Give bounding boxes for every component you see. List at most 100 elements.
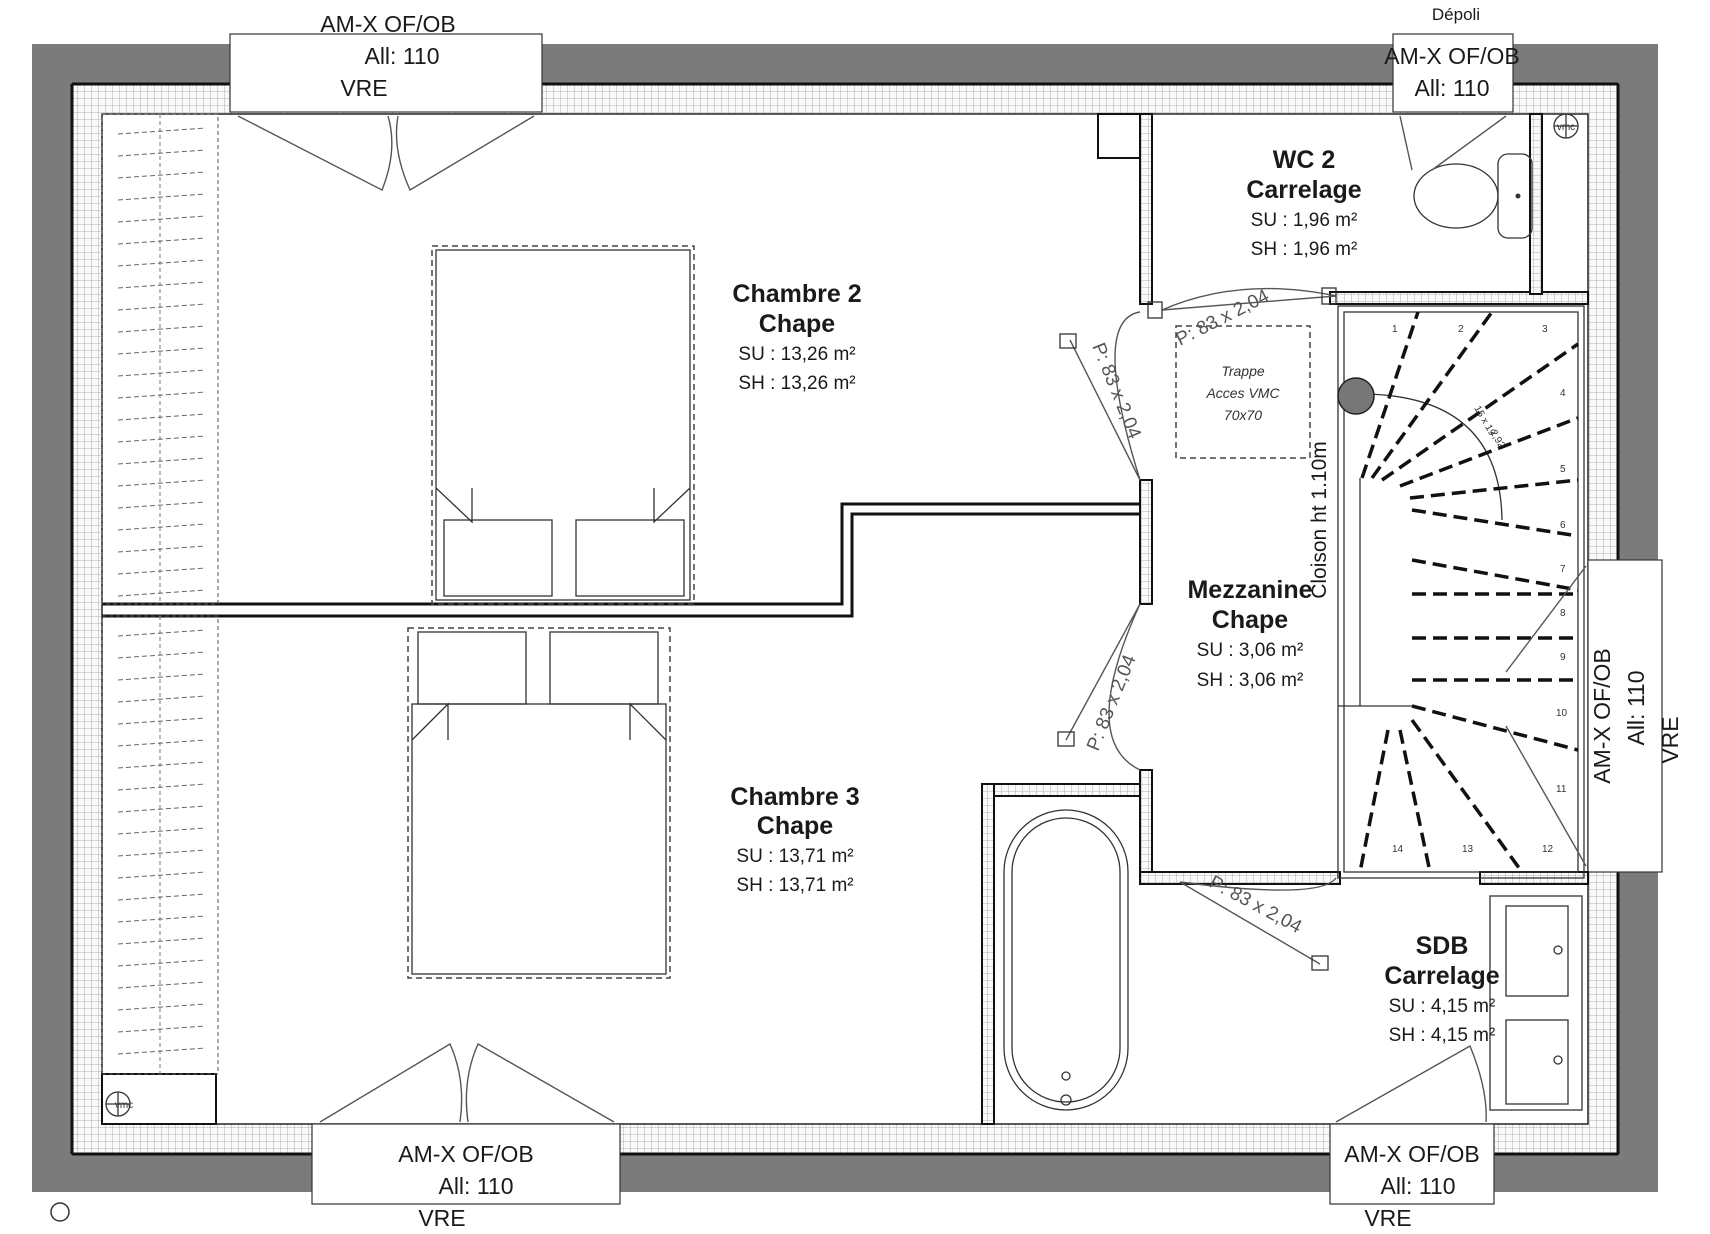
hatch-line bbox=[117, 457, 207, 465]
north-marker bbox=[50, 1202, 70, 1222]
hatch-line bbox=[117, 589, 207, 597]
stair-step-number: 12 bbox=[1542, 844, 1554, 855]
stair-tread bbox=[1411, 558, 1579, 592]
toilet bbox=[1413, 153, 1533, 239]
room-mezzanine: Mezzanine Chape SU : 3,06 m² SH : 3,06 m… bbox=[1187, 576, 1312, 691]
trappe-line1: Trappe bbox=[1221, 363, 1265, 379]
exterior-wall bbox=[32, 44, 1658, 1192]
hatch-line bbox=[117, 545, 207, 553]
hatch-line bbox=[117, 893, 207, 901]
trappe-line3: 70x70 bbox=[1224, 407, 1262, 423]
stair-step-number: 4 bbox=[1560, 388, 1566, 399]
window-bottom-right: AM-X OF/OB All: 110 VRE bbox=[1344, 1141, 1479, 1231]
room-sh-mezzanine: SH : 3,06 m² bbox=[1197, 670, 1304, 691]
window-top-right: Dépoli AM-X OF/OB All: 110 bbox=[1384, 5, 1519, 101]
room-wc2: WC 2 Carrelage SU : 1,96 m² SH : 1,96 m² bbox=[1246, 146, 1361, 260]
stair-step-number: 7 bbox=[1560, 564, 1566, 575]
hatch-line bbox=[117, 805, 207, 813]
hatch-line bbox=[117, 783, 207, 791]
window-type: AM-X OF/OB bbox=[398, 1141, 533, 1167]
stair-tread bbox=[1370, 310, 1494, 480]
stair-step-number: 11 bbox=[1556, 784, 1567, 795]
hatch-line bbox=[117, 1003, 207, 1011]
trappe: Trappe Acces VMC 70x70 bbox=[1175, 325, 1311, 459]
room-name-wc2: WC 2 bbox=[1273, 146, 1336, 174]
hatch-line bbox=[117, 937, 207, 945]
hatch-line bbox=[117, 915, 207, 923]
stair-step-number: 6 bbox=[1560, 520, 1566, 531]
hatch-line bbox=[117, 171, 207, 179]
stair-step-number: 9 bbox=[1560, 652, 1566, 663]
room-sdb: SDB Carrelage SU : 4,15 m² SH : 4,15 m² bbox=[1384, 932, 1499, 1046]
window-note: Dépoli bbox=[1432, 5, 1480, 24]
hatch-line bbox=[117, 567, 207, 575]
hatch-line bbox=[117, 501, 207, 509]
hatch-line bbox=[117, 325, 207, 333]
hatch-line bbox=[117, 717, 207, 725]
room-name-sdb: SDB bbox=[1416, 932, 1469, 960]
hatch-line bbox=[117, 981, 207, 989]
hatch-line bbox=[117, 303, 207, 311]
door-label-wc: P: 83 x 2,04 bbox=[1173, 286, 1273, 351]
window-bottom-left: AM-X OF/OB All: 110 VRE bbox=[398, 1141, 533, 1231]
stair-tread bbox=[1409, 478, 1579, 500]
window-all: All: 110 bbox=[364, 43, 439, 69]
bathtub bbox=[1003, 809, 1129, 1111]
roof-slope-hatch bbox=[101, 113, 219, 1075]
room-sh-chambre2: SH : 13,26 m² bbox=[738, 373, 855, 394]
vmc-markers: vmc vmc bbox=[105, 113, 1579, 1117]
stair-tread bbox=[1411, 508, 1579, 538]
hatch-line bbox=[117, 629, 207, 637]
cloison-label: Cloison ht 1.10m bbox=[1308, 441, 1331, 599]
stair-step-number: 8 bbox=[1560, 608, 1566, 619]
hatch-line bbox=[117, 827, 207, 835]
window-type: AM-X OF/OB bbox=[320, 11, 455, 37]
room-chambre2: Chambre 2 Chape SU : 13,26 m² SH : 13,26… bbox=[732, 280, 861, 394]
room-su-sdb: SU : 4,15 m² bbox=[1389, 996, 1496, 1017]
vanity bbox=[1489, 895, 1583, 1111]
hatch-line bbox=[117, 369, 207, 377]
room-su-mezzanine: SU : 3,06 m² bbox=[1197, 640, 1304, 661]
room-floor-mezzanine: Chape bbox=[1212, 606, 1289, 634]
stair-step-number: 3 bbox=[1542, 324, 1548, 335]
hatch-line bbox=[117, 739, 207, 747]
room-name-chambre2: Chambre 2 bbox=[732, 280, 861, 308]
stair-step-number: 2 bbox=[1458, 324, 1464, 335]
bed-chambre2 bbox=[431, 245, 695, 605]
window-shutter: VRE bbox=[1364, 1205, 1411, 1231]
room-sh-wc2: SH : 1,96 m² bbox=[1251, 239, 1358, 260]
stair-step-number: 10 bbox=[1556, 708, 1568, 719]
stair-tread bbox=[1381, 342, 1579, 482]
hatch-line bbox=[117, 523, 207, 531]
vmc-label-top: vmc bbox=[1557, 122, 1575, 133]
stair-step-number: 1 bbox=[1392, 324, 1398, 335]
hatch-line bbox=[117, 761, 207, 769]
vmc-label-bottom: vmc bbox=[115, 1100, 133, 1111]
window-shutter: VRE bbox=[418, 1205, 465, 1231]
window-type: AM-X OF/OB bbox=[1589, 648, 1615, 783]
hatch-line bbox=[117, 959, 207, 967]
hatch-line bbox=[117, 673, 207, 681]
window-all: All: 110 bbox=[1380, 1173, 1455, 1199]
hatch-line bbox=[117, 695, 207, 703]
window-right: AM-X OF/OB All: 110 VRE bbox=[1589, 648, 1683, 783]
room-floor-chambre2: Chape bbox=[759, 310, 836, 338]
room-sh-chambre3: SH : 13,71 m² bbox=[736, 875, 853, 896]
hatch-line bbox=[117, 281, 207, 289]
window-shutter: VRE bbox=[1657, 716, 1683, 763]
room-chambre3: Chambre 3 Chape SU : 13,71 m² SH : 13,71… bbox=[730, 783, 859, 896]
stair-tread bbox=[1399, 416, 1579, 488]
window-shutter: VRE bbox=[340, 75, 387, 101]
hatch-line bbox=[117, 435, 207, 443]
hatch-line bbox=[117, 849, 207, 857]
window-all: All: 110 bbox=[1623, 670, 1649, 745]
stair-tread bbox=[1360, 311, 1420, 479]
room-floor-wc2: Carrelage bbox=[1246, 176, 1361, 204]
stair-tread bbox=[1410, 718, 1524, 874]
stair-step-number: 14 bbox=[1392, 844, 1404, 855]
room-sh-sdb: SH : 4,15 m² bbox=[1389, 1025, 1496, 1046]
room-floor-chambre3: Chape bbox=[757, 812, 834, 840]
bed-chambre3 bbox=[407, 627, 671, 979]
